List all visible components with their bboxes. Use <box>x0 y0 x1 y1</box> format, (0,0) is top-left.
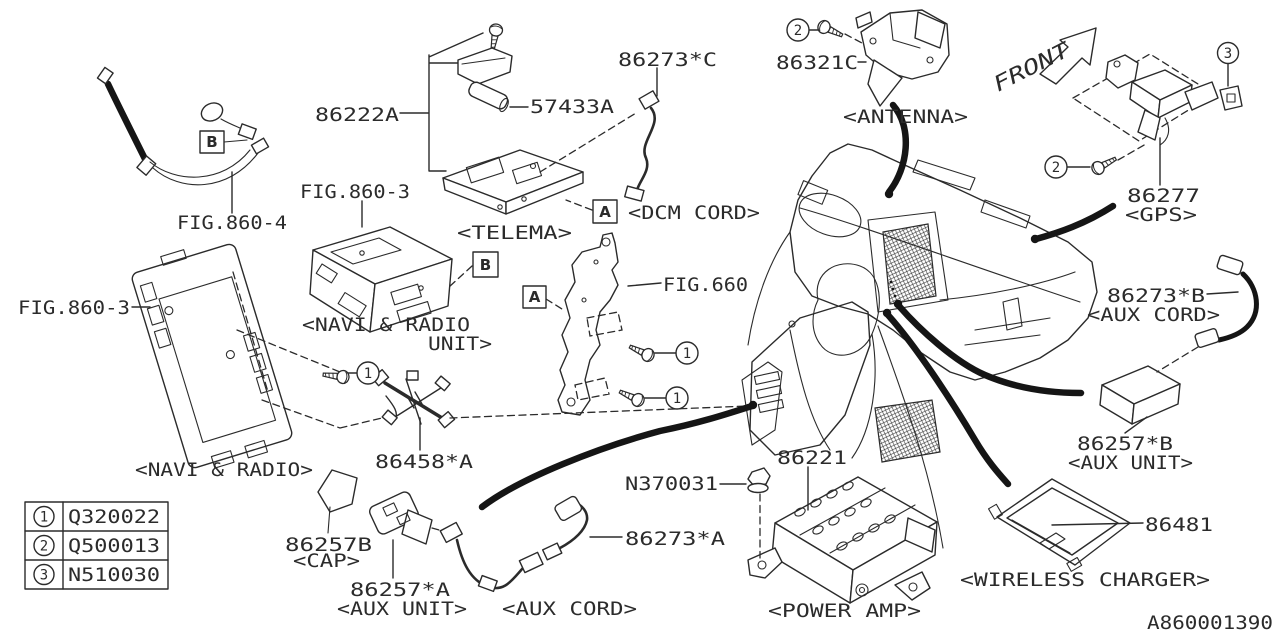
box-letter-b-harness: B <box>199 130 225 154</box>
navi-screw-dashed <box>236 329 341 373</box>
antenna-feeder-harness-drawing <box>96 66 270 186</box>
legend-num-1: 1 <box>40 510 48 526</box>
wireless-charger-caption: <WIRELESS CHARGER> <box>960 569 1210 591</box>
antenna-cable <box>884 101 910 199</box>
box-letter-label: B <box>206 133 217 151</box>
radio-unit-drawing <box>309 226 473 333</box>
front-direction-arrow <box>1039 27 1097 85</box>
gps-caption: <GPS> <box>1125 204 1197 226</box>
dcm-cord-drawing <box>624 90 660 202</box>
legend-code-2: Q500013 <box>68 535 160 557</box>
legend-table: 1 2 3 Q320022 Q500013 N510030 <box>24 501 169 590</box>
part-86257A-label: 86257*A <box>350 579 451 601</box>
navi-radio-unit-caption-line2: UNIT> <box>428 333 492 355</box>
aux-unit-b-drawing <box>1099 346 1199 425</box>
navi-radio-caption: <NAVI & RADIO> <box>135 459 313 481</box>
part-86273B-label: 86273*B <box>1107 285 1205 307</box>
fig-860-3-upper-label: FIG.860-3 <box>300 181 410 203</box>
legend-num-2: 2 <box>40 539 48 555</box>
part-86481-label: 86481 <box>1145 514 1213 536</box>
part-57433A-label: 57433A <box>530 96 615 118</box>
aux-unit-a-drawing <box>368 491 447 545</box>
junction-harness-drawing <box>371 368 749 429</box>
legend-num-3: 3 <box>40 568 48 584</box>
fig-660-label: FIG.660 <box>663 274 748 296</box>
fig-860-3-left-label: FIG.860-3 <box>18 297 130 319</box>
wireless-charger-cable <box>882 308 1012 488</box>
part-86458A-label: 86458*A <box>375 451 474 473</box>
svg-text:3: 3 <box>1224 46 1232 62</box>
box-letter-label: A <box>529 288 541 306</box>
callout-2-antenna: 2 <box>786 18 810 42</box>
box-letter-label: A <box>599 203 611 221</box>
box-letter-label: B <box>480 256 491 274</box>
cap-caption: <CAP> <box>293 550 360 572</box>
aux-unit-cable <box>893 299 1085 397</box>
drawing-code: A860001390 <box>1147 612 1273 634</box>
svg-text:2: 2 <box>794 23 802 39</box>
navi-harness-dashed <box>261 399 383 429</box>
gps-assembly-drawing <box>1071 53 1243 178</box>
aux-cord-right-caption: <AUX CORD> <box>1087 304 1220 326</box>
gps-cable <box>1030 202 1117 244</box>
callout-1-bracket-lower: 1 <box>665 386 689 410</box>
aux-cord-b-drawing <box>1194 254 1259 348</box>
dashboard-drawing <box>747 143 1098 381</box>
part-86221-label: 86221 <box>777 447 847 469</box>
callout-1-bracket-upper: 1 <box>675 341 699 365</box>
part-86257B-star-label: 86257*B <box>1077 433 1173 455</box>
mount-bracket-drawing <box>545 232 657 416</box>
box-letter-a-bracket: A <box>522 285 547 309</box>
aux-cord-a-drawing <box>439 495 589 593</box>
svg-text:1: 1 <box>673 391 681 407</box>
part-86273C-label: 86273*C <box>618 49 717 71</box>
cap-drawing <box>317 469 358 534</box>
box-letter-a-telema: A <box>592 199 618 224</box>
power-amp-caption: <POWER AMP> <box>768 600 921 622</box>
aux-unit-right-caption: <AUX UNIT> <box>1068 452 1193 474</box>
part-86273A-label: 86273*A <box>625 528 726 550</box>
box-letter-b-radio: B <box>472 251 499 278</box>
callout-1-navi: 1 <box>356 361 380 385</box>
callout-2-gps: 2 <box>1044 155 1068 179</box>
navi-display-drawing <box>131 243 293 469</box>
wireless-charger-drawing <box>987 478 1131 572</box>
part-86321C-label: 86321C <box>776 52 858 74</box>
legend-code-1: Q320022 <box>68 506 160 528</box>
antenna-module-drawing <box>815 9 950 107</box>
svg-text:2: 2 <box>1052 160 1060 176</box>
antenna-caption: <ANTENNA> <box>843 106 968 128</box>
navi-radio-unit-caption-line1: <NAVI & RADIO <box>302 314 470 336</box>
part-86277-label: 86277 <box>1127 185 1200 207</box>
part-N370031-label: N370031 <box>625 473 718 495</box>
navi-dashed-guide <box>232 271 269 393</box>
aux-unit-bottom-caption: <AUX UNIT> <box>337 598 467 620</box>
power-amp-drawing <box>747 467 938 604</box>
main-harness-cable <box>478 400 758 511</box>
dcm-cord-caption: <DCM CORD> <box>628 202 760 224</box>
leader-lines <box>131 29 1239 579</box>
console-seat-drawing <box>741 263 944 549</box>
fig-860-4-label: FIG.860-4 <box>177 212 287 234</box>
telema-caption: <TELEMA> <box>457 222 572 244</box>
telema-assembly-drawing <box>399 22 637 215</box>
part-86257B-label: 86257B <box>285 534 372 556</box>
aux-cord-bottom-caption: <AUX CORD> <box>502 598 637 620</box>
callout-3-gps: 3 <box>1216 41 1240 65</box>
svg-text:1: 1 <box>364 366 372 382</box>
part-86222A-label: 86222A <box>315 104 400 126</box>
svg-text:1: 1 <box>683 346 691 362</box>
legend-code-3: N510030 <box>68 564 160 586</box>
